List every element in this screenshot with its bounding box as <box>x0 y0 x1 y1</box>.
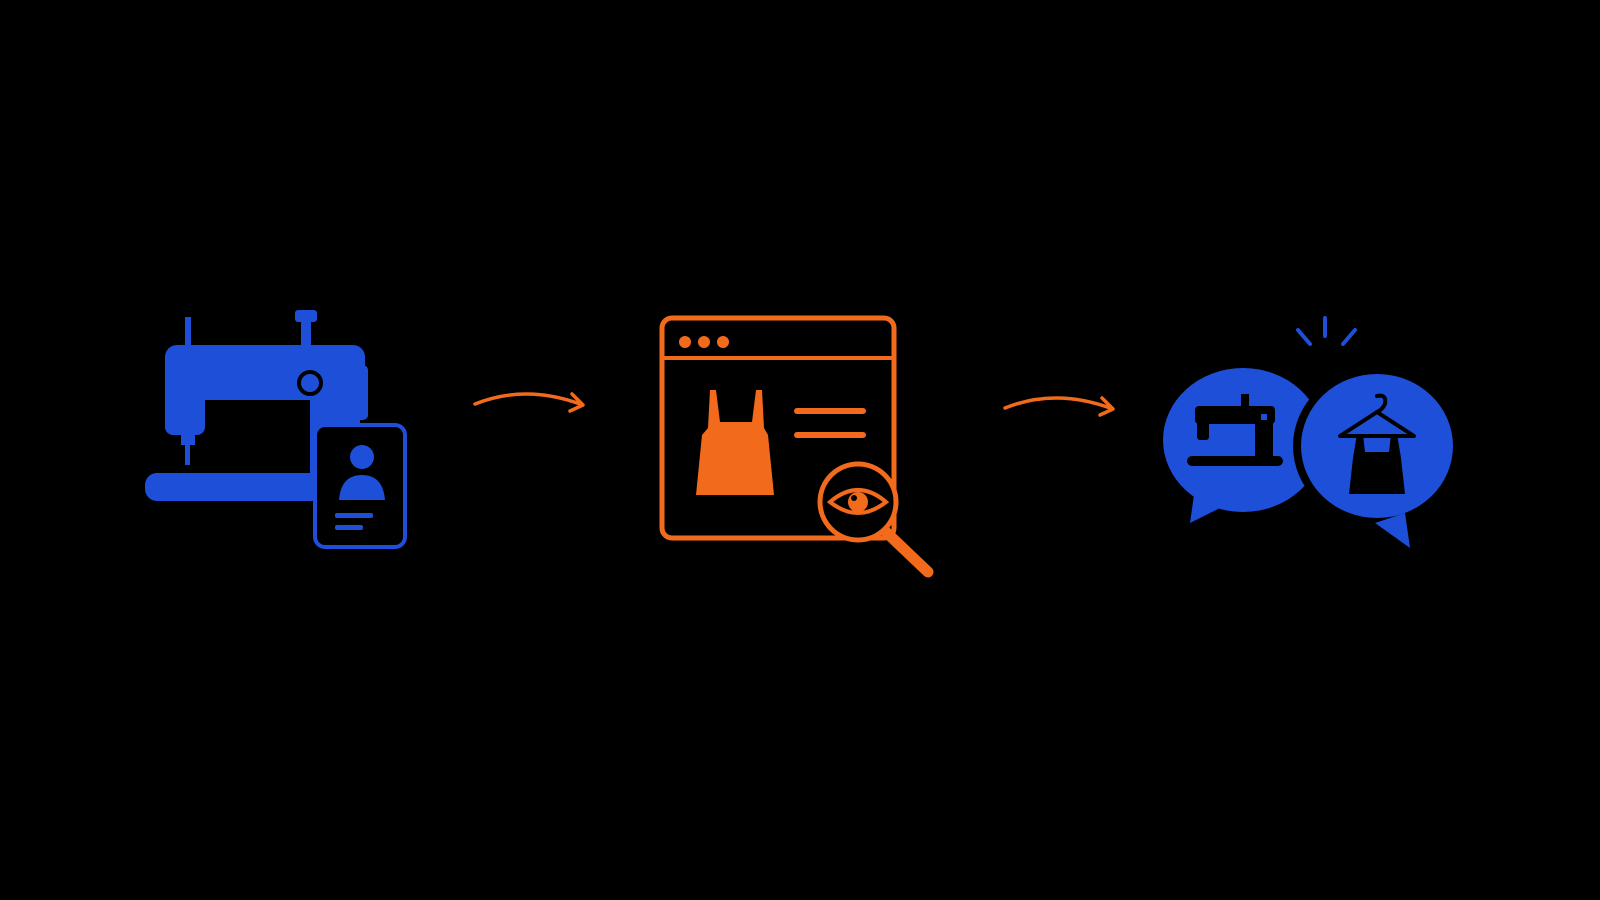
browser-product-listing-magnifier-icon <box>659 315 934 578</box>
chat-bubbles-sewing-machine-garment-icon <box>1163 316 1457 548</box>
step-tailor <box>145 305 420 560</box>
connector-arrow-1 <box>470 390 605 430</box>
sewing-machine-profile-card-icon <box>145 310 407 549</box>
step-browse-listing <box>650 310 960 595</box>
curved-arrow-icon <box>1003 396 1115 417</box>
connector-arrow-2 <box>1000 392 1135 432</box>
curved-arrow-icon <box>473 392 585 413</box>
magnifier-eye-icon <box>817 461 934 578</box>
garment-icon <box>696 390 774 495</box>
step-connect <box>1163 316 1495 558</box>
chat-bubble-sewing-machine <box>1163 368 1323 523</box>
chat-bubble-garment <box>1293 368 1457 548</box>
